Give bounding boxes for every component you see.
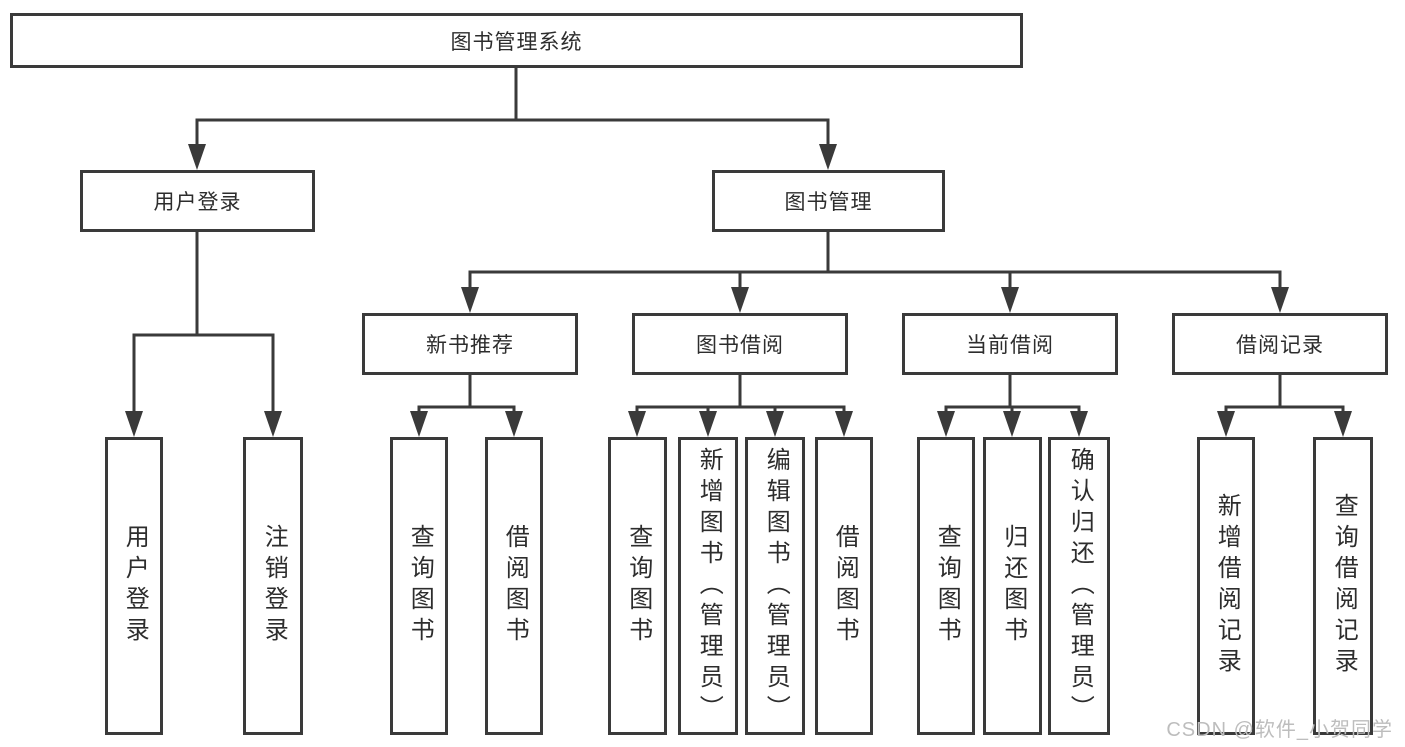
arrowhead [819,144,837,170]
connector-user-login-to-leaves [132,232,275,413]
arrowhead [264,411,282,437]
leaf-return-books: 归还图书 [983,437,1042,735]
leaf-add-borrowing-record: 新增借阅记录 [1197,437,1255,735]
leaf-confirm-return-admin: 确认归还（管理员） [1048,437,1110,735]
node-book-borrowing: 图书借阅 [632,313,848,375]
leaf-label: 用户登录 [121,524,149,648]
node-label: 借阅记录 [1236,334,1324,357]
leaf-borrow-books: 借阅图书 [815,437,873,735]
leaf-add-books-admin: 新增图书（管理员） [678,437,738,735]
leaf-label: 查询图书 [933,524,961,648]
node-label: 图书管理系统 [450,30,583,54]
arrowhead [410,411,428,437]
arrowhead [835,411,853,437]
leaf-label: 查询图书 [406,524,434,648]
leaf-label: 新增图书（管理员） [695,446,723,726]
node-book-management: 图书管理 [712,170,945,232]
arrowhead [1003,411,1021,437]
node-label: 新书推荐 [426,334,514,357]
leaf-label: 查询图书 [624,524,652,648]
leaf-query-books-borrowing: 查询图书 [608,437,667,735]
node-system-root: 图书管理系统 [10,13,1023,68]
leaf-query-borrowing-record: 查询借阅记录 [1313,437,1373,735]
connector-book-borrow-to-leaves [635,375,846,413]
arrowhead [1001,287,1019,313]
node-current-borrowing: 当前借阅 [902,313,1118,375]
arrowhead [699,411,717,437]
arrowhead [1334,411,1352,437]
node-new-book-recommendation: 新书推荐 [362,313,578,375]
node-borrowing-records: 借阅记录 [1172,313,1388,375]
arrowhead [937,411,955,437]
arrowhead [188,144,206,170]
node-label: 图书借阅 [696,334,784,357]
arrowhead [1271,287,1289,313]
csdn-watermark: CSDN @软件_小贺同学 [1166,719,1393,741]
leaf-logout: 注销登录 [243,437,303,735]
leaf-label: 确认归还（管理员） [1066,446,1094,726]
connector-book-mgmt-to-level3 [468,232,1282,289]
leaf-query-books-recommendation: 查询图书 [390,437,448,735]
arrowhead [731,287,749,313]
leaf-borrow-books-recommendation: 借阅图书 [485,437,543,735]
leaf-edit-books-admin: 编辑图书（管理员） [745,437,805,735]
arrowhead [1070,411,1088,437]
leaf-label: 归还图书 [999,524,1027,648]
leaf-label: 借阅图书 [501,524,529,648]
leaf-label: 注销登录 [260,524,288,648]
connector-new-book-rec-to-leaves [417,375,516,413]
leaf-label: 新增借阅记录 [1213,493,1241,679]
arrowhead [125,411,143,437]
node-label: 当前借阅 [966,334,1054,357]
connector-root-to-level2 [195,68,830,146]
leaf-user-login: 用户登录 [105,437,163,735]
leaf-label: 编辑图书（管理员） [762,446,790,726]
leaf-label: 查询借阅记录 [1330,493,1358,679]
arrowhead [766,411,784,437]
node-label: 用户登录 [153,191,242,214]
arrowhead [1217,411,1235,437]
arrowhead [628,411,646,437]
arrowhead [461,287,479,313]
leaf-query-books-current: 查询图书 [917,437,975,735]
connector-borrow-records-to-leaves [1224,375,1345,413]
node-label: 图书管理 [784,191,873,214]
connector-current-borrow-to-leaves [944,375,1081,413]
leaf-label: 借阅图书 [831,524,859,648]
node-user-login: 用户登录 [80,170,315,232]
arrowhead [505,411,523,437]
